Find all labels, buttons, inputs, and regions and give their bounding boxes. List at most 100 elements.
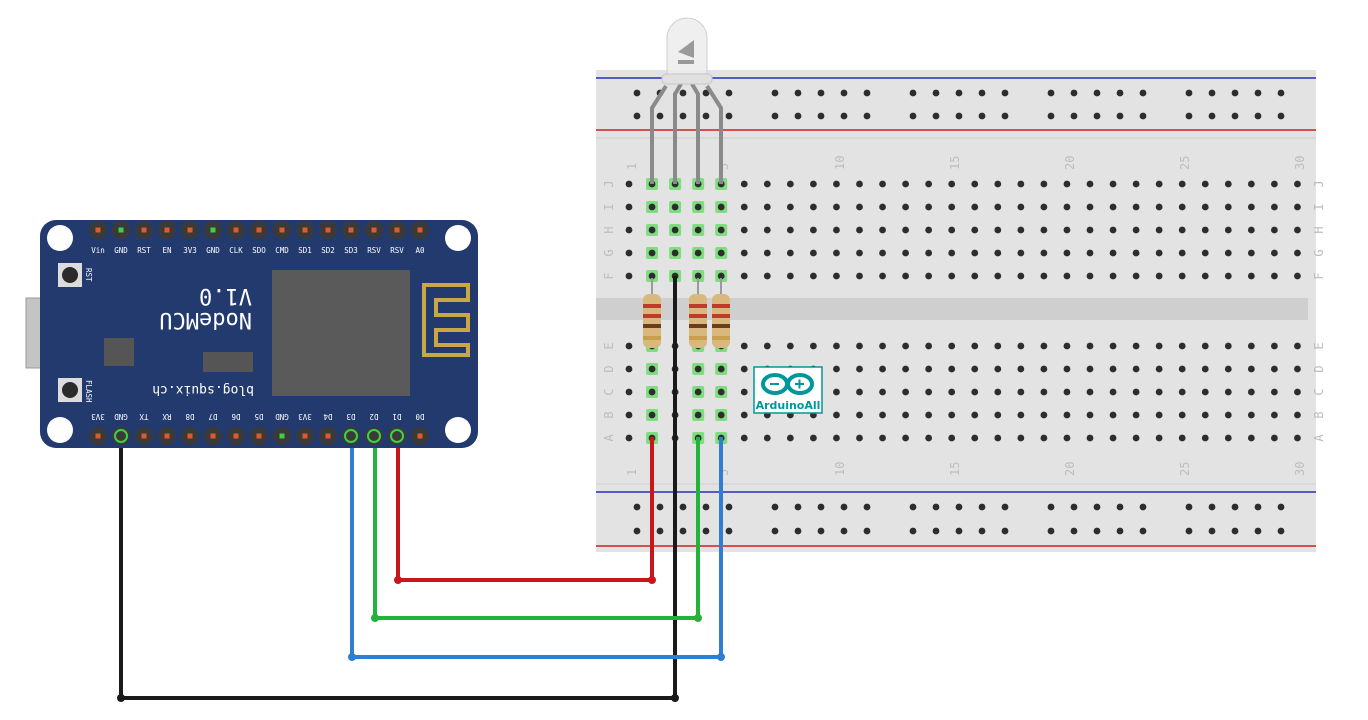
rail-hole (1093, 89, 1101, 97)
breadboard-hole (1178, 180, 1186, 188)
breadboard-hole (1063, 342, 1071, 350)
breadboard-hole (879, 226, 886, 234)
breadboard-hole (1086, 226, 1094, 234)
rail-hole (1254, 503, 1262, 511)
rail-hole (932, 89, 940, 97)
pin-label: A0 (415, 246, 425, 255)
breadboard-hole (1132, 411, 1140, 419)
breadboard-hole (833, 226, 840, 234)
pin-pad (348, 227, 354, 233)
pin-pad (302, 227, 308, 233)
breadboard-hole (994, 203, 1002, 211)
breadboard-hole (1155, 272, 1163, 280)
pin-pad (325, 433, 331, 439)
breadboard-hole (1063, 249, 1071, 257)
rail-hole (863, 89, 871, 97)
breadboard-hole (1201, 388, 1209, 396)
row-letter: G (602, 249, 616, 256)
breadboard-hole (648, 272, 656, 280)
pin-pad (164, 433, 170, 439)
breadboard-hole (625, 388, 633, 396)
breadboard-hole (694, 226, 702, 234)
breadboard-hole (879, 365, 886, 373)
pin-label: Vin (91, 246, 105, 255)
breadboard-hole (1178, 203, 1186, 211)
breadboard-hole (1086, 388, 1094, 396)
rail-hole (1070, 112, 1078, 120)
breadboard-hole (1224, 272, 1232, 280)
breadboard-hole (879, 342, 886, 350)
breadboard-hole (856, 411, 863, 419)
rst-button[interactable] (58, 263, 82, 287)
pin-label: GND (206, 246, 220, 255)
breadboard-hole (1294, 434, 1301, 442)
breadboard-hole (648, 226, 656, 234)
breadboard-hole (1271, 365, 1278, 373)
rail-hole (955, 503, 963, 511)
board-version: V1.0 (199, 283, 252, 308)
breadboard-hole (971, 226, 979, 234)
pin-connection (344, 429, 358, 443)
breadboard-hole (786, 272, 794, 280)
breadboard-hole (694, 249, 702, 257)
rail-hole (633, 112, 641, 120)
pin-pad (95, 433, 101, 439)
breadboard-hole (1271, 249, 1278, 257)
pin-label: GND (114, 412, 128, 421)
breadboard-hole (948, 434, 956, 442)
pin-pad (417, 227, 423, 233)
row-letter: A (1312, 434, 1326, 442)
breadboard-hole (1201, 249, 1209, 257)
breadboard-hole (1271, 203, 1278, 211)
rail-hole (955, 112, 963, 120)
breadboard-hole (1155, 388, 1163, 396)
pin-label: D8 (185, 412, 195, 421)
rail-hole (1231, 89, 1239, 97)
breadboard-hole (810, 203, 817, 211)
rail-hole (1277, 89, 1285, 97)
breadboard-hole (1132, 249, 1140, 257)
breadboard-hole (1178, 342, 1186, 350)
breadboard-hole (925, 411, 933, 419)
resistor (643, 278, 661, 348)
breadboard-hole (971, 249, 979, 257)
rail-hole (1001, 527, 1009, 535)
breadboard-hole (1178, 434, 1186, 442)
breadboard-hole (810, 226, 817, 234)
breadboard-hole (1247, 226, 1255, 234)
column-number-top: 5 (717, 163, 731, 170)
breadboard-hole (833, 272, 840, 280)
rail-hole (1093, 503, 1101, 511)
breadboard-hole (717, 226, 725, 234)
breadboard-hole (1224, 365, 1232, 373)
breadboard-hole (994, 226, 1002, 234)
breadboard-hole (971, 272, 979, 280)
breadboard-hole (763, 272, 771, 280)
breadboard-hole (879, 203, 886, 211)
rail-hole (771, 89, 779, 97)
breadboard-hole (1063, 226, 1071, 234)
row-letter: J (602, 180, 616, 187)
pin-connection (367, 429, 381, 443)
pin-label: SD3 (344, 246, 358, 255)
breadboard-hole (925, 226, 933, 234)
column-number-top: 10 (833, 156, 847, 170)
breadboard-hole (1294, 180, 1301, 188)
breadboard-hole (648, 411, 656, 419)
rail-hole (1047, 112, 1055, 120)
breadboard-hole (1109, 249, 1117, 257)
breadboard-hole (1017, 272, 1025, 280)
breadboard-hole (1132, 272, 1140, 280)
breadboard-hole (856, 180, 863, 188)
flash-button[interactable] (58, 378, 82, 402)
breadboard-hole (971, 411, 979, 419)
breadboard-hole (717, 272, 725, 280)
breadboard-hole (1086, 180, 1094, 188)
pin-pad (164, 227, 170, 233)
breadboard-hole (1086, 249, 1094, 257)
antenna (422, 283, 470, 357)
resistor (712, 278, 730, 348)
rail-hole (1116, 112, 1124, 120)
